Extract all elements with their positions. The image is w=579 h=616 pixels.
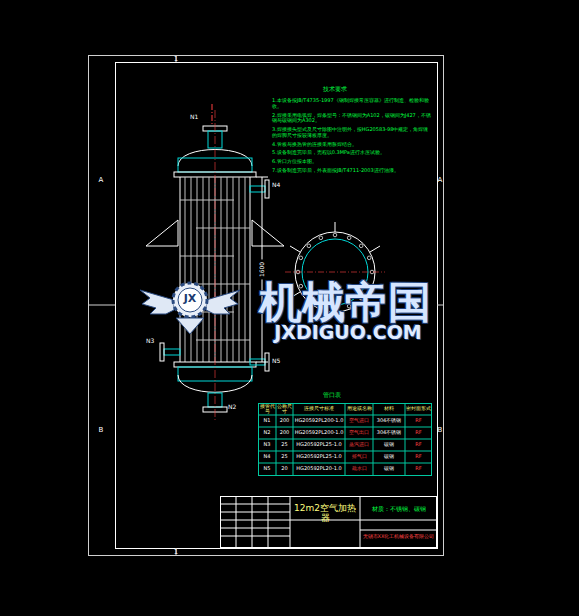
technical-note: 2.焊接采用电弧焊，焊条型号：不锈钢间为A102，碳钢间为J427，不锈钢与碳钢… — [272, 113, 432, 125]
technical-note: 1.本设备按JB/T4735-1997《钢制焊接常压容器》进行制造、检验和验收。 — [272, 98, 432, 110]
table-cell: RF — [405, 463, 432, 475]
table-header: 接管代号 — [258, 403, 276, 415]
nozzle-table-grid — [258, 403, 432, 476]
table-header: 连接尺寸标准 — [293, 403, 345, 415]
stroke — [180, 256, 234, 257]
zone-mark: A — [435, 176, 445, 184]
bolt-hole — [333, 233, 337, 237]
stroke — [373, 403, 374, 475]
technical-note: 4.管板与换热管的连接采用胀焊结合。 — [272, 142, 432, 148]
zone-mark: B — [435, 426, 445, 434]
nozzle-callout: N4 — [272, 182, 286, 189]
table-cell: N4 — [258, 451, 276, 463]
table-cell: N1 — [258, 415, 276, 427]
stroke — [203, 177, 204, 362]
sheet-frame — [88, 55, 444, 556]
table-cell: N5 — [258, 463, 276, 475]
table-cell: 碳钢 — [373, 451, 405, 463]
table-cell: 304不锈钢 — [373, 427, 405, 439]
table-cell: 25 — [276, 451, 293, 463]
table-cell: 碳钢 — [373, 463, 405, 475]
watermark: JXDIGUO.COM — [258, 322, 438, 344]
table-cell: 碳钢 — [373, 439, 405, 451]
table-cell: 排气口 — [345, 451, 373, 463]
logo-mark: JX — [180, 293, 200, 306]
table-cell: 25 — [276, 439, 293, 451]
drawing-title: 12m2空气加热器 — [292, 503, 358, 524]
stroke — [196, 340, 250, 341]
table-cell: HG20592PL20-1.0 — [293, 463, 345, 475]
notes-heading: 技术要求 — [315, 86, 355, 93]
nozzle-callout: N5 — [272, 358, 286, 365]
table-cell: 空气出口 — [345, 427, 373, 439]
table-cell: HG20592PL200-1.0 — [293, 427, 345, 439]
table-header: 用途或名称 — [345, 403, 373, 415]
table-cell: 200 — [276, 415, 293, 427]
bolt-hole — [299, 256, 303, 260]
table-cell: N2 — [258, 427, 276, 439]
stroke — [293, 403, 294, 475]
table-cell: 20 — [276, 463, 293, 475]
heat-exchanger — [146, 104, 284, 420]
bolt-hole — [347, 236, 351, 240]
table-header: 材料 — [373, 403, 405, 415]
technical-note: 6.管口方位按本图。 — [272, 159, 432, 165]
table-cell: N3 — [258, 439, 276, 451]
material-note: 材质：不锈钢、碳钢 — [362, 506, 435, 513]
table-header: 公称尺寸 — [276, 403, 293, 415]
zone-mark: B — [96, 426, 106, 434]
stroke — [185, 177, 186, 362]
table-cell: 200 — [276, 427, 293, 439]
watermark: 机械帝国 — [250, 278, 440, 327]
table-cell: 疏水口 — [345, 463, 373, 475]
stroke — [233, 177, 234, 362]
stroke — [405, 403, 406, 475]
table-cell: 304不锈钢 — [373, 415, 405, 427]
stroke — [245, 177, 246, 362]
zone-mark: 1 — [171, 548, 181, 556]
stroke — [197, 177, 198, 362]
stroke — [345, 403, 346, 475]
table-cell: RF — [405, 439, 432, 451]
bolt-hole — [319, 236, 323, 240]
watermark-logo — [140, 283, 240, 334]
nozzle-callout: N3 — [146, 338, 160, 345]
stroke — [209, 177, 210, 362]
technical-note: 5.设备制造完毕后，壳程以0.3MPa进行水压试验。 — [272, 150, 432, 156]
table-cell: RF — [405, 451, 432, 463]
stroke — [196, 284, 250, 285]
table-cell: HG20592PL25-1.0 — [293, 451, 345, 463]
zone-mark: A — [96, 176, 106, 184]
stroke — [221, 177, 222, 362]
table-cell: HG20592PL25-1.0 — [293, 439, 345, 451]
stroke — [276, 403, 277, 475]
table-cell: 空气进口 — [345, 415, 373, 427]
table-heading: 管口表 — [315, 392, 349, 399]
company-name: 无锡市XX化工机械设备有限公司 — [362, 534, 435, 540]
table-cell: HG20592PL200-1.0 — [293, 415, 345, 427]
table-cell: RF — [405, 427, 432, 439]
table-cell: RF — [405, 415, 432, 427]
technical-note: 7.设备制造完毕后，外表面按JB/T4711-2003进行油漆。 — [272, 168, 432, 174]
stroke — [191, 177, 192, 362]
stroke — [180, 200, 234, 201]
stroke — [196, 228, 250, 229]
nozzle-callout: N1 — [190, 114, 204, 121]
table-header: 密封面形式 — [405, 403, 432, 415]
bolt-hole — [367, 256, 371, 260]
stroke — [239, 177, 240, 362]
stroke — [227, 177, 228, 362]
table-cell: 蒸汽进口 — [345, 439, 373, 451]
bolt-hole — [307, 244, 311, 248]
bolt-hole — [359, 244, 363, 248]
nozzle-callout: N2 — [228, 404, 242, 411]
dimension: 1600 — [259, 259, 266, 279]
zone-mark: 1 — [171, 55, 181, 63]
title-block-grid — [220, 496, 437, 548]
technical-note: 3.焊接接头型式及尺寸除图中注明外，按HG20583-98中规定，角焊缝的焊脚尺… — [272, 127, 432, 139]
